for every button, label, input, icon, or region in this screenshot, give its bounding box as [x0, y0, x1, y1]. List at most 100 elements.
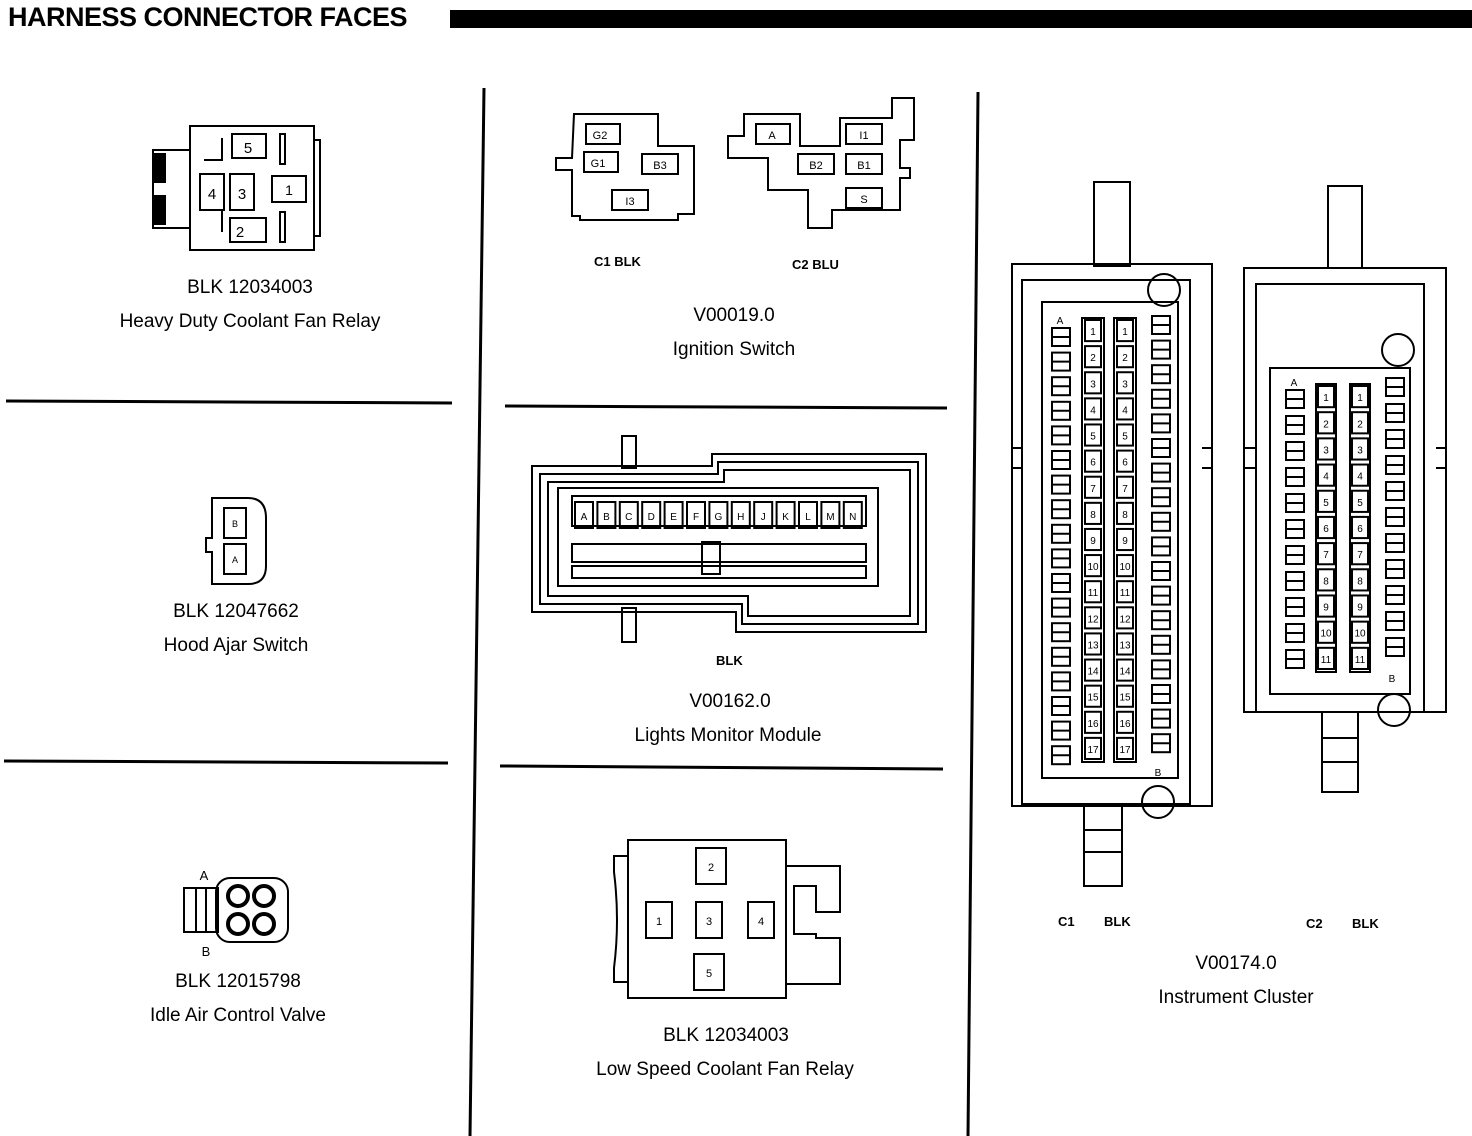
pin-label: 4	[1122, 405, 1128, 416]
pin-cavity	[1084, 371, 1102, 395]
pin-cavity	[798, 501, 818, 529]
pin-cavity	[1351, 620, 1369, 644]
pin-cavity	[1351, 594, 1369, 618]
pin-label: G	[715, 512, 723, 523]
pin-label: 11	[1321, 655, 1332, 666]
pin-label: 13	[1087, 640, 1099, 651]
pin-cavity	[1116, 554, 1134, 578]
pin-cavity	[1084, 632, 1102, 656]
pin-label: 9	[1323, 603, 1329, 614]
pin-label: 17	[1087, 745, 1099, 756]
pin-cavity	[1084, 527, 1102, 552]
pin-label: 7	[1122, 484, 1128, 495]
pin-label: G2	[593, 130, 608, 142]
pin-label: 9	[1357, 603, 1363, 614]
pin-cavity	[1084, 449, 1102, 473]
ignition-c2-label: C2 BLU	[792, 257, 839, 272]
pin-cavity	[663, 501, 684, 529]
pin-label: L	[805, 512, 811, 523]
pin-cavity	[1084, 684, 1102, 708]
pin-label: B2	[809, 160, 822, 172]
pin-label: A	[200, 868, 209, 883]
pin-cavity	[1317, 646, 1335, 670]
pin-label: 14	[1119, 667, 1131, 678]
pin-cavity	[1084, 710, 1102, 734]
pin-cavity	[1116, 632, 1134, 656]
cluster-name: Instrument Cluster	[1158, 987, 1314, 1008]
pin-cavity	[730, 501, 751, 529]
ignition-name: Ignition Switch	[672, 339, 796, 360]
pin-label: B	[1389, 674, 1396, 685]
pin-label: A	[1291, 378, 1298, 389]
lights-monitor-color: BLK	[716, 653, 743, 668]
pin-label: A	[232, 555, 238, 565]
pin-cavity	[1084, 475, 1102, 499]
pin-label: 17	[1119, 745, 1131, 756]
pin-cavity	[1084, 580, 1102, 604]
pin-cavity	[1116, 606, 1134, 630]
pin-cavity	[1116, 527, 1134, 552]
pin-cavity	[1116, 658, 1134, 682]
pin-cavity	[1317, 542, 1335, 566]
pin-label: I1	[859, 130, 868, 142]
pin-cavity	[1084, 501, 1102, 525]
pin-label: 6	[1090, 458, 1096, 469]
pin-label: B	[202, 944, 211, 959]
pin-cavity	[1084, 606, 1102, 630]
pin-cavity	[1317, 463, 1335, 487]
pin-cavity	[1317, 411, 1335, 435]
pin-cavity	[1084, 658, 1102, 682]
pin-cavity	[229, 217, 267, 243]
ignition-c1-connector: G2 G1 B3 I3	[555, 113, 695, 221]
pin-cavity	[1116, 580, 1134, 604]
pin-cavity	[1116, 501, 1134, 525]
pin-label: N	[849, 512, 856, 523]
pin-label: 2	[708, 862, 714, 874]
pin-cavity	[1116, 319, 1134, 343]
low-speed-relay-connector: 2 1 3 4 5	[613, 839, 841, 999]
pin-cavity	[199, 173, 225, 211]
ignition-code: V00019.0	[693, 305, 775, 326]
pin-label: 4	[1323, 472, 1329, 483]
ignition-c2-connector: A I1 B2 B1 S	[727, 97, 915, 229]
pin-label: 6	[1323, 524, 1329, 535]
pin-label: 3	[1357, 445, 1363, 456]
low-speed-relay-part: BLK 12034003	[663, 1025, 789, 1046]
pin-label: 1	[1122, 327, 1128, 338]
pin-label: 12	[1119, 614, 1131, 625]
pin-label: D	[648, 512, 655, 523]
idle-air-name: Idle Air Control Valve	[149, 1005, 326, 1026]
pin-label: 3	[706, 916, 712, 928]
ignition-c1-label: C1 BLK	[594, 254, 641, 269]
pin-cavity	[1351, 489, 1369, 513]
pin-label: C	[625, 512, 632, 523]
pin-cavity	[1116, 710, 1134, 734]
pin-label: 12	[1087, 614, 1099, 625]
pin-label: 2	[236, 224, 244, 241]
pin-cavity	[753, 501, 774, 529]
pin-label: 10	[1087, 562, 1099, 573]
pin-label: 15	[1087, 693, 1099, 704]
pin-cavity	[1351, 515, 1369, 540]
pin-cavity	[618, 501, 639, 529]
pin-cavity	[1116, 736, 1134, 760]
pin-label: 4	[1357, 472, 1363, 483]
pin-label: 6	[1122, 458, 1128, 469]
pin-label: 8	[1323, 576, 1329, 587]
pin-label: 10	[1354, 629, 1366, 640]
hood-ajar-connector: B A	[205, 497, 267, 585]
pin-label: 13	[1119, 640, 1131, 651]
pin-cavity	[1116, 475, 1134, 499]
pin-label: 5	[1357, 498, 1363, 509]
pin-label: 2	[1122, 353, 1128, 364]
pin-cavity	[1317, 489, 1335, 513]
cluster-c2-label: C2	[1306, 916, 1323, 931]
pin-label: 4	[758, 916, 764, 928]
pin-cavity	[1116, 684, 1134, 708]
pin-label: 5	[1122, 432, 1128, 443]
pin-label: F	[693, 512, 699, 523]
pin-label: 5	[1323, 498, 1329, 509]
pin-label: G1	[591, 158, 606, 170]
